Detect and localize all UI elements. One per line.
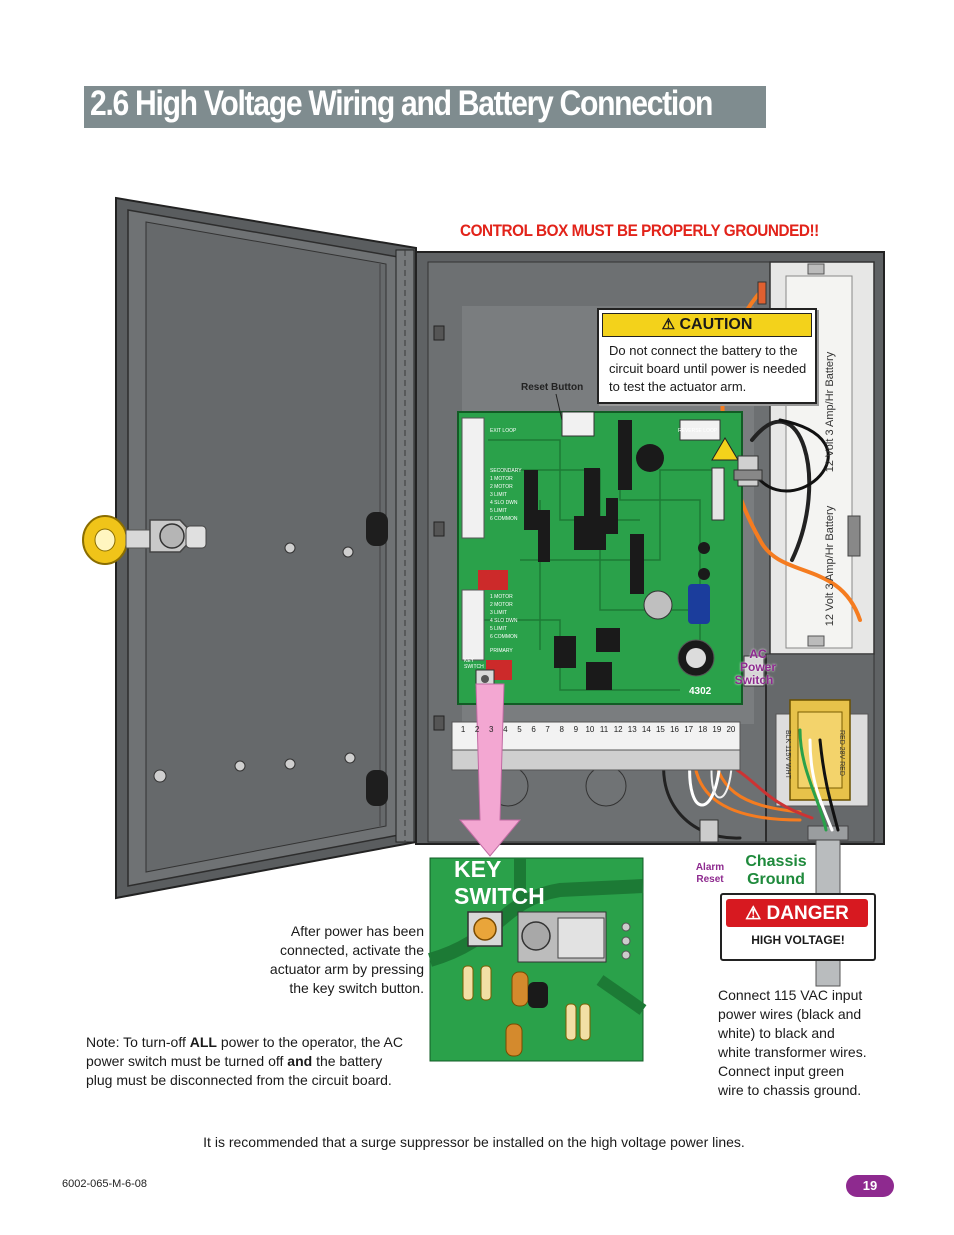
enclosure-door	[115, 196, 417, 900]
note-emphasis: ALL	[189, 1034, 217, 1050]
note-part: the battery plug must be disconnected fr…	[86, 1053, 392, 1088]
key-switch-note: After power has been connected, activate…	[250, 922, 424, 998]
alarm-label-line1: Alarm	[695, 862, 725, 873]
door-clips	[366, 512, 388, 806]
note-line: white) to black and	[718, 1025, 835, 1041]
terminal-number: 17	[684, 725, 694, 734]
svg-text:SECONDARY: SECONDARY	[490, 468, 522, 474]
key-switch-line1: KEY	[454, 856, 502, 882]
svg-text:RED 28V RED: RED 28V RED	[838, 730, 845, 776]
svg-text:2 MOTOR: 2 MOTOR	[490, 602, 513, 608]
svg-text:4 SLO DWN: 4 SLO DWN	[490, 500, 518, 506]
svg-text:3 LIMIT: 3 LIMIT	[490, 610, 507, 616]
note-line: connected, activate the	[280, 942, 424, 958]
note-line: After power has been	[290, 923, 424, 939]
terminal-number: 3	[489, 725, 494, 734]
warning-triangle-icon: ⚠	[745, 903, 762, 923]
terminal-number: 4	[503, 725, 508, 734]
ac-label-line2: Power	[740, 660, 777, 674]
chassis-ground-label: Chassis Ground	[740, 853, 812, 889]
note-line: the key switch button.	[289, 980, 424, 996]
svg-text:6 COMMON: 6 COMMON	[490, 634, 518, 640]
terminal-number: 12	[613, 725, 623, 734]
chassis-label-line1: Chassis	[745, 853, 807, 870]
key-switch-heading: KEY SWITCH	[454, 856, 545, 910]
note-part: power to the operator, the AC power swit…	[86, 1034, 403, 1069]
svg-text:EXIT LOOP: EXIT LOOP	[490, 428, 517, 434]
svg-text:BLK 115V WHT: BLK 115V WHT	[784, 730, 791, 780]
ground-warning: CONTROL BOX MUST BE PROPERLY GROUNDED!!	[460, 221, 819, 240]
note-emphasis: and	[287, 1053, 313, 1069]
svg-text:KEY: KEY	[464, 658, 475, 664]
svg-text:4 SLO DWN: 4 SLO DWN	[490, 618, 518, 624]
note-line: Connect 115 VAC input	[718, 987, 863, 1003]
power-off-note: Note: To turn-off ALL power to the opera…	[86, 1033, 406, 1090]
terminal-number: 20	[726, 725, 736, 734]
ac-label-line3: Switch	[734, 673, 774, 687]
key-switch-line2: SWITCH	[454, 883, 545, 909]
board-model: 4302	[689, 686, 712, 697]
note-line: wire to chassis ground.	[718, 1082, 862, 1098]
ac-label-line1: AC	[749, 647, 767, 661]
document-code: 6002-065-M-6-08	[62, 1178, 147, 1190]
terminal-number: 14	[641, 725, 651, 734]
caution-label: CAUTION	[679, 316, 753, 333]
circuit-board: EXIT LOOP REVERSE LOOP SECONDARY 1 MOTOR…	[457, 411, 743, 705]
note-line: Connect input green	[718, 1063, 845, 1079]
danger-header: ⚠ DANGER	[726, 899, 868, 927]
terminal-number: 11	[599, 725, 609, 734]
terminal-number: 1	[460, 725, 466, 734]
terminal-number: 19	[712, 725, 722, 734]
page-number: 19	[846, 1175, 894, 1197]
terminal-number: 13	[627, 725, 637, 734]
battery-label-bottom: 12 Volt 3 Amp/Hr Battery	[824, 505, 836, 627]
door-lock	[82, 515, 207, 565]
svg-text:REVERSE LOOP: REVERSE LOOP	[678, 428, 718, 434]
terminal-number: 18	[698, 725, 708, 734]
svg-text:2 MOTOR: 2 MOTOR	[490, 484, 513, 490]
alarm-label-line2: Reset	[696, 874, 724, 885]
danger-label: DANGER	[766, 903, 849, 924]
note-line: power wires (black and	[718, 1006, 862, 1022]
terminal-number: 15	[655, 725, 665, 734]
svg-text:5 LIMIT: 5 LIMIT	[490, 626, 507, 632]
warning-triangle-icon: ⚠	[661, 316, 676, 333]
terminal-number: 2	[474, 725, 480, 734]
danger-box: ⚠ DANGER HIGH VOLTAGE!	[720, 893, 876, 961]
note-line: actuator arm by pressing	[269, 961, 424, 977]
terminal-number: 7	[545, 725, 550, 734]
svg-text:1 MOTOR: 1 MOTOR	[490, 476, 513, 482]
svg-text:5 LIMIT: 5 LIMIT	[490, 508, 507, 514]
caution-text: Do not connect the battery to the circui…	[609, 343, 807, 394]
key-switch-zoom	[428, 683, 647, 1062]
terminal-number: 16	[670, 725, 679, 734]
page-title: 2.6 High Voltage Wiring and Battery Conn…	[90, 84, 713, 123]
caution-box: ⚠ CAUTION Do not connect the battery to …	[597, 308, 817, 404]
caution-header: ⚠ CAUTION	[602, 313, 812, 337]
ac-power-switch-graphic	[733, 455, 765, 687]
terminal-number: 9	[573, 725, 579, 734]
danger-text: HIGH VOLTAGE!	[751, 933, 845, 947]
terminal-number: 8	[559, 725, 564, 734]
title-bar	[84, 86, 766, 128]
alarm-reset-label: Alarm Reset	[694, 862, 726, 886]
svg-text:1 MOTOR: 1 MOTOR	[490, 594, 513, 600]
svg-text:3 LIMIT: 3 LIMIT	[490, 492, 507, 498]
reset-button-label: Reset Button	[521, 382, 584, 393]
terminal-number: 5	[517, 725, 522, 734]
svg-text:6 COMMON: 6 COMMON	[490, 516, 518, 522]
surge-note: It is recommended that a surge suppresso…	[203, 1134, 745, 1150]
svg-text:SWITCH: SWITCH	[464, 664, 484, 670]
note-part: Note: To turn-off	[86, 1034, 190, 1050]
terminal-number: 6	[531, 725, 536, 734]
svg-text:PRIMARY: PRIMARY	[490, 648, 513, 654]
note-line: white transformer wires.	[718, 1044, 867, 1060]
connect-note: Connect 115 VAC input power wires (black…	[718, 986, 908, 1100]
chassis-label-line2: Ground	[747, 871, 805, 888]
terminal-number: 10	[585, 725, 595, 734]
ac-power-switch-label: AC Power Switch	[735, 647, 777, 687]
